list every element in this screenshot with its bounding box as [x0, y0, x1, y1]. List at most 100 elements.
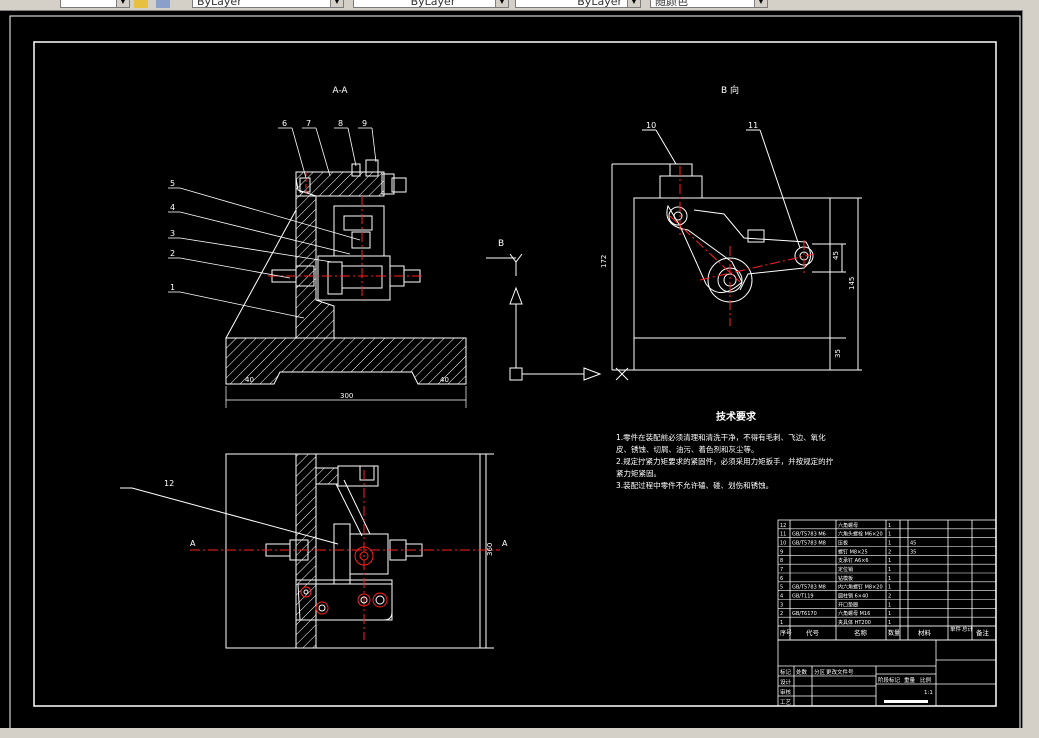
title-fill-bar: [884, 700, 928, 703]
balloon-11: 11: [748, 121, 758, 130]
plan-red-features: [190, 470, 500, 640]
chevron-down-icon[interactable]: ▼: [495, 0, 508, 7]
parts-cell: 12: [780, 523, 786, 529]
parts-cell: GB/T6170: [792, 611, 817, 617]
dim-plan-height: 360: [486, 543, 494, 556]
parts-cell: 六角螺母 M16: [838, 610, 870, 617]
tech-line: 1.零件在装配前必须清理和清洗干净，不得有毛刺、飞边、氧化: [616, 432, 826, 442]
parts-cell: 六角头螺栓 M6×20: [838, 531, 883, 538]
tech-line: 紧力矩紧固。: [616, 468, 661, 478]
label-count: 处数: [796, 668, 808, 676]
view-b: [611, 129, 862, 381]
dim-b-right-2: 145: [848, 277, 856, 290]
parts-cell: 圆柱销 6×40: [838, 593, 868, 600]
parts-cell: 8: [780, 558, 783, 564]
plan-view: [120, 453, 494, 649]
balloon-10: 10: [646, 121, 656, 130]
header-material: 材料: [918, 628, 932, 637]
label-process: 工艺: [780, 699, 792, 706]
balloon-12: 12: [164, 479, 174, 488]
header-qty: 数量: [888, 629, 900, 637]
header-total: 总计: [962, 625, 974, 633]
parts-cell: 1: [780, 620, 783, 626]
balloon-4: 4: [170, 203, 175, 212]
balloon-1: 1: [170, 283, 175, 292]
drawing-canvas[interactable]: A-A: [0, 10, 1039, 738]
vertical-scrollbar[interactable]: [1022, 10, 1039, 728]
parts-cell: 六角螺母: [838, 522, 858, 529]
parts-cell: GB/T5783 M8: [792, 541, 826, 547]
chevron-down-icon[interactable]: ▼: [754, 0, 767, 7]
parts-cell: GB/T5783 M6: [792, 532, 826, 538]
plotstyle-combo[interactable]: 随颜色 ▼: [650, 0, 768, 8]
header-unit: 单件: [950, 625, 962, 633]
balloon-5: 5: [170, 179, 175, 188]
balloon-6: 6: [282, 119, 287, 128]
label-scale-value: 1:1: [924, 690, 933, 696]
chevron-down-icon[interactable]: ▼: [116, 0, 129, 7]
layer-state-icon[interactable]: [134, 0, 148, 8]
balloon-7: 7: [306, 119, 311, 128]
label-design: 设计: [780, 678, 792, 686]
dim-base-left: 40: [245, 376, 254, 384]
parts-cell: 压板: [838, 540, 848, 547]
parts-cell: 开口垫圈: [838, 601, 858, 608]
chevron-down-icon[interactable]: ▼: [330, 0, 343, 7]
view-arrow-label: B: [498, 239, 504, 249]
parts-cell: 1: [888, 532, 891, 538]
view-arrow-b: [486, 253, 602, 381]
layer-stack-icon[interactable]: [156, 0, 170, 8]
properties-toolbar: ▼ ByLayer ▼ ByLayer ▼ ByLayer ▼ 随颜色 ▼: [0, 0, 1039, 11]
parts-cell: 7: [780, 567, 783, 573]
parts-cell: 35: [910, 549, 916, 555]
parts-cell: 1: [888, 585, 891, 591]
balloon-8: 8: [338, 119, 343, 128]
tech-line: 3.装配过程中零件不允许磕、碰、划伤和锈蚀。: [616, 480, 773, 490]
sheet-inner-border: [33, 41, 997, 707]
tech-line: 皮、锈蚀、切屑、油污、着色剂和灰尘等。: [616, 444, 759, 454]
parts-cell: 1: [888, 541, 891, 547]
tech-title: 技术要求: [716, 410, 757, 423]
label-stage: 阶段标记: [878, 676, 901, 684]
section-view-aa: [225, 159, 467, 385]
label-weight: 重量: [904, 676, 916, 684]
layer-combo-left[interactable]: ▼: [60, 0, 130, 8]
chevron-down-icon[interactable]: ▼: [627, 0, 640, 7]
horizontal-scrollbar[interactable]: [0, 728, 1039, 738]
parts-cell: 6: [780, 576, 783, 582]
parts-cell: 1: [888, 576, 891, 582]
parts-cell: 夹具体 HT200: [838, 619, 871, 626]
dim-base-right: 40: [440, 376, 449, 384]
parts-cell: GB/T119: [792, 594, 814, 600]
tech-line: 2.规定拧紧力矩要求的紧固件，必须采用力矩扳手，并按规定的拧: [616, 456, 834, 466]
parts-cell: 2: [888, 549, 891, 555]
linetype-value: ByLayer: [410, 0, 456, 8]
parts-cell: 螺钉 M8×25: [838, 548, 868, 555]
view-b-title: B 向: [721, 84, 739, 96]
parts-cell: 1: [888, 523, 891, 529]
label-scale: 比例: [920, 676, 932, 684]
dim-b-height: 172: [600, 255, 608, 268]
label-zone: 分区: [814, 668, 826, 676]
parts-cell: 1: [888, 611, 891, 617]
header-code: 代号: [806, 628, 820, 637]
title-block-grid: [777, 519, 997, 707]
parts-cell: 1: [888, 602, 891, 608]
linetype-combo[interactable]: ByLayer ▼: [353, 0, 509, 8]
layer-value: ByLayer: [197, 0, 242, 8]
balloon-9: 9: [362, 119, 367, 128]
parts-cell: 定位销: [838, 566, 853, 573]
lineweight-combo[interactable]: ByLayer ▼: [515, 0, 641, 8]
dimension-base: [225, 383, 467, 408]
header-name: 名称: [854, 628, 868, 637]
header-remark: 备注: [976, 628, 990, 637]
title-labels: 标记 处数 分区 更改文件号 设计 审核 工艺 阶段标记 重量 比例 1:1: [780, 668, 933, 706]
label-doc: 更改文件号: [826, 668, 854, 676]
plan-circles-white: [303, 589, 385, 612]
parts-cell: 1: [888, 620, 891, 626]
dim-base-total: 300: [340, 392, 353, 400]
section-title: A-A: [332, 86, 348, 96]
parts-cell: 2: [780, 611, 783, 617]
layer-combo[interactable]: ByLayer ▼: [192, 0, 344, 8]
